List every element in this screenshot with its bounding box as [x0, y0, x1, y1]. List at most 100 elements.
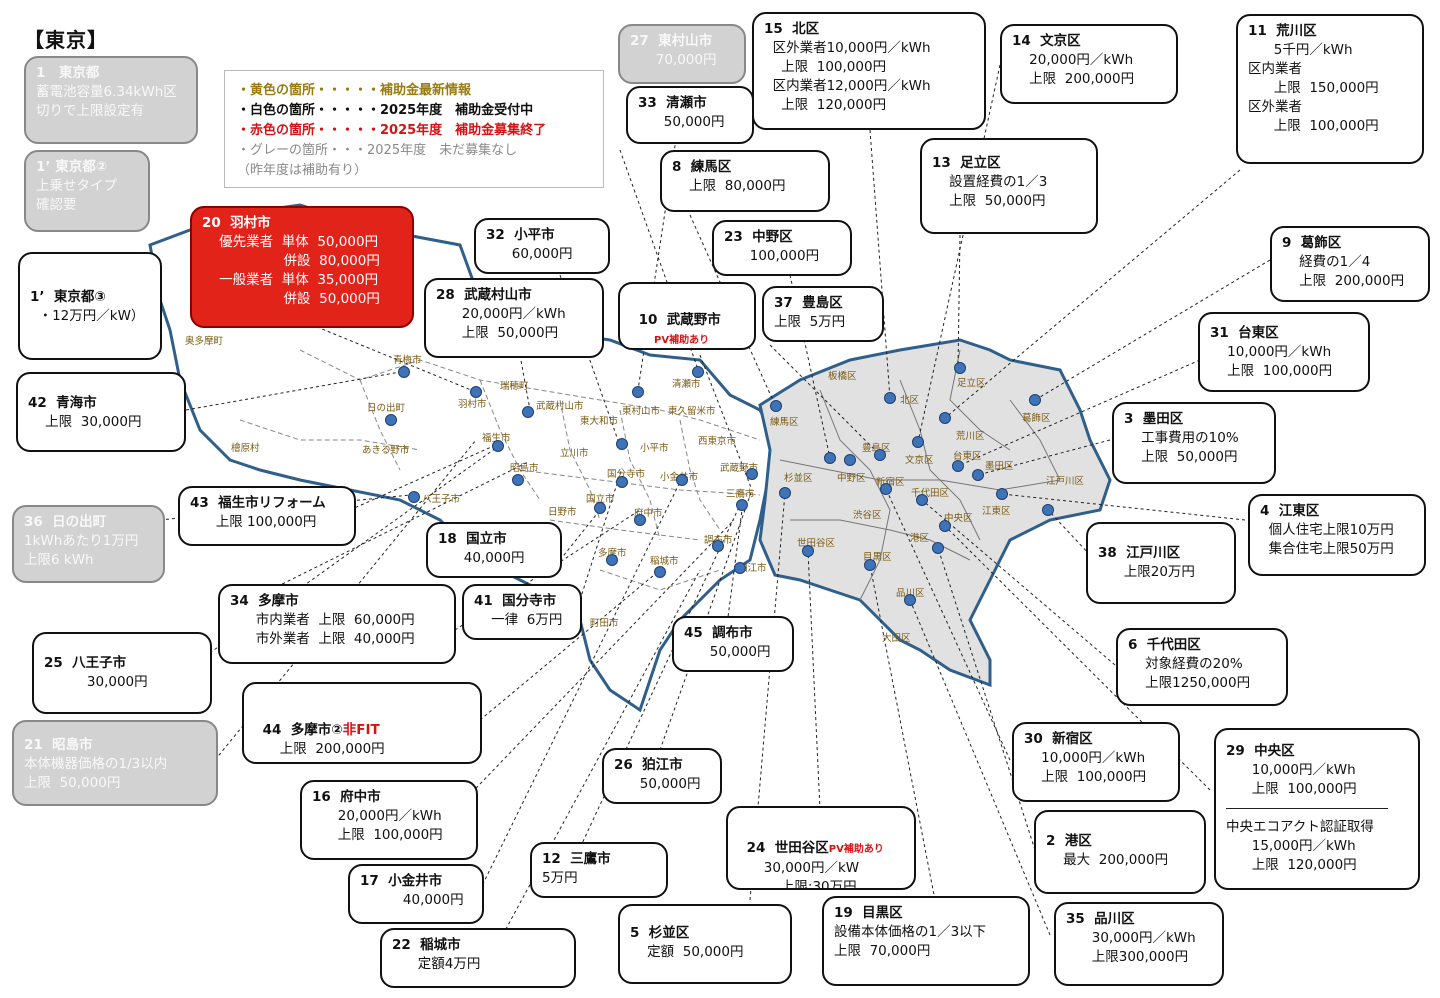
dot-kiyose	[692, 366, 704, 378]
box-heading: 2 港区	[1046, 833, 1092, 849]
box-setagaya-pv: PV補助あり	[828, 844, 884, 855]
box-heading: 42 青海市	[28, 395, 97, 411]
box-meguro: 19 目黒区 設備本体価格の1／3以下 上限 70,000円	[822, 896, 1030, 986]
dot-koganei	[676, 474, 688, 486]
box-kiyose: 33 清瀬市 50,000円	[626, 86, 754, 144]
label-arakawa: 荒川区	[956, 431, 985, 442]
label-chiyoda: 千代田区	[911, 488, 950, 499]
dot-fuchu	[634, 514, 646, 526]
label-sumida: 墨田区	[985, 461, 1014, 472]
box-nakano: 23 中野区 100,000円	[712, 220, 852, 276]
box-fussa: 43 福生市リフォーム 上限 100,000円	[178, 486, 356, 546]
box-tama-2-head: 44 多摩市②	[262, 722, 343, 738]
label-suginami: 杉並区	[784, 473, 813, 484]
box-heading: 12 三鷹市	[542, 851, 611, 867]
dot-bunkyo	[912, 436, 924, 448]
label-shibuya: 渋谷区	[853, 510, 882, 521]
label-nerima: 練馬区	[770, 417, 799, 428]
box-tama: 34 多摩市 市内業者 上限 60,000円 市外業者 上限 40,000円	[218, 584, 456, 664]
box-heading: 3 墨田区	[1124, 411, 1184, 427]
legend-yellow: ・黄色の箇所・・・・・補助金最新情報	[237, 83, 472, 98]
dot-nerima	[770, 400, 782, 412]
box-heading: 45 調布市	[684, 625, 753, 641]
dot-arakawa	[939, 412, 951, 424]
box-heading: 43 福生市リフォーム	[190, 495, 326, 511]
label-mitaka: 三鷹市	[726, 489, 755, 500]
dot-hinode	[385, 414, 397, 426]
label-higashimurayama: 東村山市	[622, 406, 661, 417]
label-fuchu: 府中市	[634, 508, 663, 519]
label-adachi: 足立区	[957, 378, 986, 389]
box-kita: 15 北区 区外業者10,000円／kWh 上限 100,000円 区内業者12…	[752, 12, 986, 130]
label-koto: 江東区	[982, 506, 1011, 517]
box-heading: 38 江戸川区	[1098, 545, 1181, 561]
label-setagaya: 世田谷区	[797, 538, 836, 549]
dot-nakano	[844, 454, 856, 466]
label-musashimurayama: 武蔵村山市	[536, 401, 584, 412]
label-ota: 大田区	[882, 633, 911, 644]
label-hinode: 日の出町	[367, 403, 406, 414]
box-heading: 15 北区	[764, 21, 820, 37]
dot-ome	[398, 366, 410, 378]
box-heading: 30 新宿区	[1024, 731, 1093, 747]
box-heading: 19 目黒区	[834, 905, 903, 921]
box-tokyo-1c: 1’ 東京都③ ・12万円／kW）	[18, 252, 162, 360]
dot-inagi	[654, 566, 666, 578]
dot-edogawa	[1042, 504, 1054, 516]
label-itabashi: 板橋区	[828, 371, 857, 382]
box-akishima: 21 昭島市 本体機器価格の1/3以内 上限 50,000円	[12, 720, 218, 806]
label-minato: 港区	[910, 533, 930, 544]
dot-chiyoda	[916, 494, 928, 506]
box-arakawa: 11 荒川区 5千円／kWh 区内業者 上限 150,000円 区外業者 上限 …	[1236, 14, 1424, 164]
box-tama-2: 44 多摩市②非FIT 上限 200,000円	[242, 682, 482, 764]
box-heading: 28 武蔵村山市	[436, 287, 532, 303]
label-kokubunji: 国分寺市	[607, 469, 646, 480]
page-title: 【東京】	[24, 28, 108, 52]
box-heading: 1’ 東京都③	[30, 289, 106, 305]
box-setagaya-head: 24 世田谷区	[746, 840, 829, 856]
dot-setagaya	[802, 545, 814, 557]
box-heading: 21 昭島市	[24, 737, 93, 753]
dot-higashimurayama	[632, 386, 644, 398]
dot-katsushika	[1029, 394, 1041, 406]
label-edogawa: 江戸川区	[1046, 476, 1085, 487]
label-katsushika: 葛飾区	[1022, 413, 1051, 424]
label-chuo: 中央区	[944, 513, 973, 524]
label-machida: 町田市	[590, 618, 619, 629]
dot-shinjuku	[880, 483, 892, 495]
dot-adachi	[954, 362, 966, 374]
label-komae: 狛江市	[738, 563, 767, 574]
dot-itabashi	[824, 452, 836, 464]
legend-gray: ・グレーの箇所・・・2025年度 未だ募集なし	[237, 143, 518, 158]
box-toshima: 37 豊島区 上限 5万円	[762, 286, 884, 342]
label-tachikawa: 立川市	[560, 448, 589, 459]
box-setagaya-body: 30,000円／kW 上限:30万円	[763, 860, 860, 890]
box-setagaya: 24 世田谷区PV補助あり 30,000円／kW 上限:30万円	[726, 806, 916, 890]
box-tokyo-1: 1 東京都 蓄電池容量6.34kWh区 切りで上限設定有	[24, 56, 198, 144]
box-heading: 26 狛江市	[614, 757, 683, 773]
label-musashino: 武蔵野市	[720, 463, 759, 474]
box-heading: 9 葛飾区	[1282, 235, 1342, 251]
box-heading: 27 東村山市	[630, 33, 713, 49]
box-nerima: 8 練馬区 上限 80,000円	[660, 150, 830, 212]
wards-area	[758, 338, 1112, 688]
box-chofu: 45 調布市 50,000円	[672, 616, 794, 672]
legend: ・黄色の箇所・・・・・補助金最新情報 ・白色の箇所・・・・・2025年度 補助金…	[224, 70, 604, 188]
dot-chuo	[939, 520, 951, 532]
label-akiruno: あきる野市	[362, 445, 410, 456]
box-sumida: 3 墨田区 工事費用の10% 上限 50,000円	[1112, 402, 1276, 484]
box-heading: 1 東京都	[36, 65, 100, 81]
box-kunitachi: 18 国立市 40,000円	[426, 522, 562, 578]
dot-toshima	[874, 449, 886, 461]
box-adachi: 13 足立区 設置経費の1／3 上限 50,000円	[920, 138, 1098, 234]
label-kita: 北区	[900, 395, 920, 406]
label-mizuho: 瑞穂町	[500, 381, 529, 392]
dot-minato	[932, 542, 944, 554]
label-higashikurume: 東久留米市	[668, 406, 716, 417]
box-fuchu: 16 府中市 20,000円／kWh 上限 100,000円	[300, 780, 478, 860]
label-toshima: 豊島区	[862, 443, 891, 454]
label-hamura: 羽村市	[458, 399, 487, 410]
label-hachioji: 八王子市	[422, 494, 461, 505]
box-tama-2-body: 上限 200,000円	[254, 741, 385, 757]
